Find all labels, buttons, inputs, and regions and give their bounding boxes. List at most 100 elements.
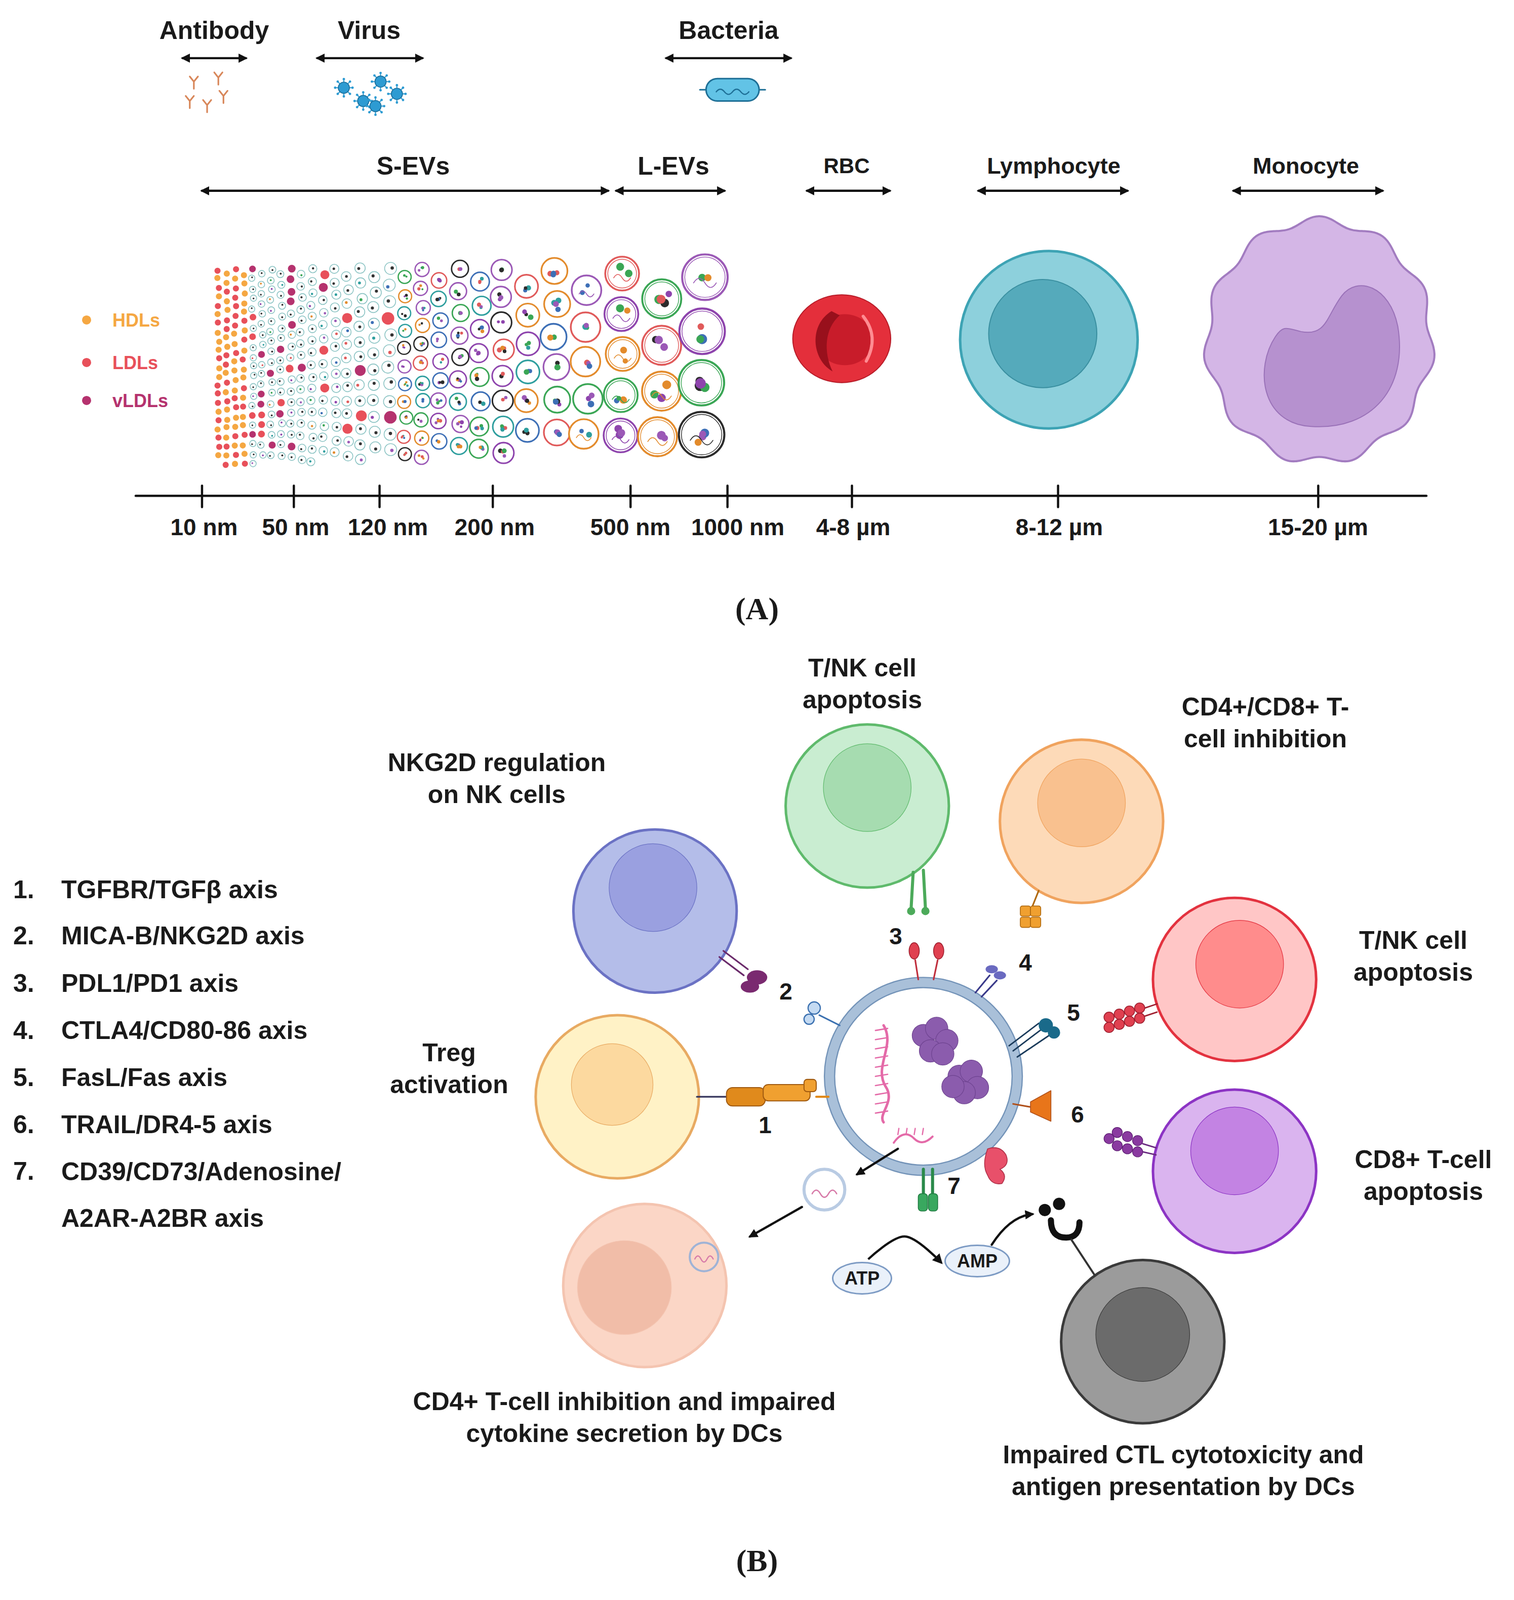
ev-cargo (300, 458, 303, 461)
ev-cargo (251, 424, 254, 426)
lipoprotein-dot (276, 410, 285, 418)
ev-cargo (299, 401, 302, 404)
ev-cargo (321, 399, 324, 403)
extracellular-vesicle (491, 259, 512, 281)
cell-label: Impaired CTL cytotoxicity and antigen pr… (989, 1439, 1378, 1503)
ev-cargo (456, 333, 460, 338)
lipoprotein-dot (223, 280, 230, 287)
callout-number: 6 (1070, 1100, 1085, 1130)
ev-cargo (526, 345, 531, 350)
ev-cargo (372, 336, 376, 340)
ev-cargo (252, 288, 254, 291)
ev-cargo (252, 453, 255, 456)
cd80-receptor (1030, 905, 1041, 916)
ev-cargo (345, 412, 348, 415)
lipoprotein-dot (231, 294, 238, 301)
cell-label: CD4+ T-cell inhibition and impaired cyto… (397, 1385, 852, 1450)
ev-cargo (420, 455, 424, 459)
ev-nucleic-acid (651, 391, 672, 400)
extracellular-vesicle (415, 393, 430, 408)
axis-tick (201, 485, 204, 507)
ev-cargo (523, 286, 528, 291)
ev-cargo (502, 454, 507, 458)
extracellular-vesicle (431, 272, 447, 289)
ev-cargo (552, 301, 559, 307)
small-ev (354, 336, 365, 347)
extracellular-vesicle (413, 281, 428, 296)
callout-number: 5 (1066, 998, 1081, 1028)
ev-cargo (460, 331, 464, 335)
fas-receptor (1134, 1003, 1145, 1014)
small-ev (331, 330, 341, 340)
small-ev (250, 383, 257, 390)
ev-cargo (280, 433, 283, 436)
ev-cargo (404, 328, 407, 331)
pd1-head (906, 906, 915, 915)
rna-base (875, 1083, 888, 1086)
small-ev (298, 455, 306, 464)
small-ev (296, 431, 304, 440)
callout-number: 3 (889, 922, 903, 952)
lipoprotein-dot (249, 265, 256, 273)
ev-cargo (290, 411, 293, 414)
small-ev (343, 285, 354, 295)
extracellular-vesicle (397, 430, 411, 444)
ev-cargo (458, 311, 463, 315)
pdl1-ligand (933, 942, 944, 960)
ev-cargo (500, 371, 505, 376)
ev-cargo (525, 399, 530, 404)
virus-spike-tip (380, 98, 383, 102)
size-axis (135, 494, 1427, 497)
ev-cargo (440, 361, 443, 364)
ev-cargo (251, 462, 254, 464)
fas-stalk (1144, 1004, 1158, 1009)
ev-cargo (388, 431, 393, 436)
cell-nucleus (577, 1240, 671, 1335)
ev-cargo (271, 350, 274, 353)
virus-spike-tip (348, 80, 352, 84)
ev-cargo (345, 274, 348, 278)
small-ev (248, 274, 255, 282)
ev-cargo (481, 401, 486, 407)
small-ev (319, 334, 329, 344)
virus-spike-tip (373, 74, 376, 77)
cell-label: NKG2D regulation on NK cells (376, 746, 617, 811)
small-ev (308, 277, 317, 286)
ev-cargo (417, 268, 421, 272)
rna-base (875, 1101, 888, 1104)
small-ev (307, 336, 316, 345)
ev-cargo (418, 439, 421, 442)
ev-cargo (522, 309, 527, 314)
ev-cargo (586, 431, 593, 438)
lipoprotein-dot (224, 398, 231, 405)
lipoprotein-dot (214, 382, 221, 389)
extracellular-vesicle (471, 391, 491, 411)
legend-text: LDLs (112, 352, 158, 374)
ev-cargo (695, 378, 706, 389)
ev-cargo (279, 272, 282, 275)
small-ev (367, 394, 379, 406)
ev-cargo (423, 306, 426, 310)
ev-cargo (252, 327, 255, 330)
rna-base (875, 1074, 888, 1077)
extracellular-vesicle (414, 412, 429, 427)
ev-cargo (500, 424, 504, 428)
ev-cargo (346, 329, 349, 333)
ev-cargo (260, 312, 263, 315)
ev-cargo (656, 294, 666, 304)
rna-base (875, 1046, 888, 1049)
ev-membrane-inner (834, 987, 1013, 1166)
extracellular-vesicle (642, 325, 682, 365)
rna-base (905, 1128, 907, 1135)
small-ev (258, 361, 265, 369)
small-ev (266, 328, 274, 335)
extracellular-vesicle (493, 339, 514, 361)
small-ev (250, 354, 257, 361)
ev-cargo (421, 381, 424, 385)
ev-cargo (251, 357, 254, 360)
legend-swatch (82, 395, 92, 406)
ev-cargo (281, 454, 284, 457)
cd80-receptor (1030, 917, 1041, 928)
